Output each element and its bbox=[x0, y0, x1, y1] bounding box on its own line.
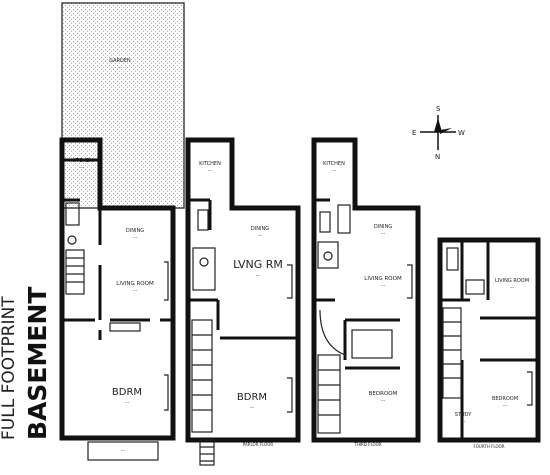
garden-area bbox=[61, 2, 185, 209]
basement-window-2 bbox=[164, 374, 169, 411]
third-stair-curve bbox=[319, 309, 346, 356]
basement-tub bbox=[65, 202, 80, 226]
fourth-floor-plan: LIVING ROOM --- STUDY --- BEDROOM --- FO… bbox=[437, 237, 541, 449]
parlor-window bbox=[287, 264, 293, 299]
third-outer-walls bbox=[311, 137, 421, 443]
third-stair bbox=[317, 354, 341, 434]
third-kitchen-counter bbox=[337, 204, 351, 234]
fourth-living-label: LIVING ROOM bbox=[495, 278, 529, 284]
fourth-closet bbox=[465, 279, 485, 295]
third-bath bbox=[317, 241, 339, 269]
fourth-window bbox=[527, 371, 533, 406]
parlor-stoop-treads bbox=[200, 446, 214, 462]
parlor-outer-walls bbox=[185, 137, 301, 443]
third-stair-treads bbox=[318, 369, 340, 416]
basement-kitchen-dims: --- bbox=[80, 165, 85, 170]
basement-floor-label: --- bbox=[121, 448, 126, 453]
parlor-bdrm-dims: --- bbox=[250, 405, 255, 410]
parlor-stair bbox=[191, 319, 213, 433]
basement-stair-treads bbox=[66, 257, 84, 283]
third-living-dims: --- bbox=[381, 283, 386, 288]
basement-toilet bbox=[67, 235, 77, 245]
parlor-kitchen-dims: --- bbox=[208, 168, 213, 173]
third-floor-label: THIRD FLOOR bbox=[353, 442, 381, 447]
fourth-floor-label: FOURTH FLOOR bbox=[473, 444, 504, 449]
compass-west: W bbox=[458, 129, 465, 137]
fourth-living-dims: --- bbox=[510, 285, 515, 290]
third-kitchen-dims: --- bbox=[332, 168, 337, 173]
parlor-living-label: LVNG RM bbox=[233, 258, 283, 271]
third-interior-walls bbox=[314, 198, 400, 370]
compass-icon: S E W N bbox=[412, 105, 465, 161]
third-kitchen-label: KITCHEN bbox=[323, 161, 345, 167]
compass-north: N bbox=[435, 153, 440, 161]
parlor-stoop bbox=[199, 439, 215, 466]
parlor-plan: KITCHEN --- DINING --- LVNG RM --- BDRM … bbox=[185, 137, 301, 466]
third-dining-label: DINING bbox=[374, 224, 392, 230]
fourth-stair bbox=[442, 307, 462, 399]
parlor-bdrm-label: BDRM bbox=[237, 392, 267, 403]
parlor-bath bbox=[192, 247, 216, 291]
third-tub bbox=[319, 211, 331, 233]
basement-outer-walls bbox=[59, 137, 176, 441]
third-living-label: LIVING ROOM bbox=[364, 276, 402, 282]
third-toilet bbox=[323, 251, 333, 261]
basement-living-dims: --- bbox=[133, 288, 138, 293]
parlor-kitchen-label: KITCHEN bbox=[199, 161, 221, 167]
basement-interior-walls bbox=[62, 208, 173, 340]
fourth-tub bbox=[446, 247, 459, 271]
parlor-tub bbox=[197, 209, 209, 231]
third-window bbox=[407, 264, 413, 299]
garden-label: GARDEN bbox=[109, 58, 131, 64]
fourth-bedroom-label: BEDROOM bbox=[492, 396, 518, 402]
basement-living-label: LIVING ROOM bbox=[116, 281, 154, 287]
third-closet bbox=[351, 329, 393, 359]
side-labels: FULL FOOTPRINT BASEMENT bbox=[0, 287, 52, 440]
basement-kitchen-label: KITCHEN bbox=[71, 158, 93, 164]
basement-kitchen-walls bbox=[62, 158, 100, 202]
parlor-interior-walls bbox=[188, 198, 298, 340]
garden-dims: --- bbox=[118, 65, 123, 70]
basement-plan: GARDEN --- KITCHEN --- DINING --- LIVING… bbox=[59, 2, 185, 461]
fourth-study-dims: --- bbox=[461, 419, 466, 424]
third-bedroom-dims: --- bbox=[381, 398, 386, 403]
parlor-living-dims: --- bbox=[256, 273, 261, 278]
third-floor-plan: KITCHEN --- DINING --- LIVING ROOM --- B… bbox=[311, 137, 421, 447]
basement-front-area bbox=[87, 441, 159, 461]
parlor-window-2 bbox=[287, 377, 293, 413]
parlor-floor-label: PARLOR FLOOR bbox=[243, 442, 274, 447]
parlor-dining-dims: --- bbox=[258, 233, 263, 238]
basement-dining-dims: --- bbox=[133, 235, 138, 240]
third-bedroom-label: BEDROOM bbox=[369, 391, 398, 397]
basement-dining-label: DINING bbox=[126, 228, 144, 234]
fourth-interior-walls bbox=[440, 240, 538, 440]
fourth-bedroom-dims: --- bbox=[503, 403, 508, 408]
compass-south: S bbox=[436, 105, 441, 113]
side-label-basement: BASEMENT bbox=[23, 287, 52, 440]
fourth-outer-walls bbox=[437, 237, 541, 443]
basement-bdrm-label: BDRM bbox=[112, 387, 142, 398]
side-label-full-footprint: FULL FOOTPRINT bbox=[0, 296, 19, 440]
parlor-toilet bbox=[199, 257, 209, 267]
basement-window bbox=[164, 261, 169, 301]
basement-counter bbox=[109, 322, 141, 332]
basement-bdrm-dims: --- bbox=[125, 400, 130, 405]
compass-east: E bbox=[412, 129, 416, 137]
fourth-study-label: STUDY bbox=[455, 412, 472, 418]
fourth-stair-treads bbox=[443, 321, 461, 379]
parlor-stair-treads bbox=[192, 334, 212, 411]
parlor-dining-label: DINING bbox=[251, 226, 269, 232]
third-dining-dims: --- bbox=[381, 231, 386, 236]
basement-stair bbox=[65, 249, 85, 295]
